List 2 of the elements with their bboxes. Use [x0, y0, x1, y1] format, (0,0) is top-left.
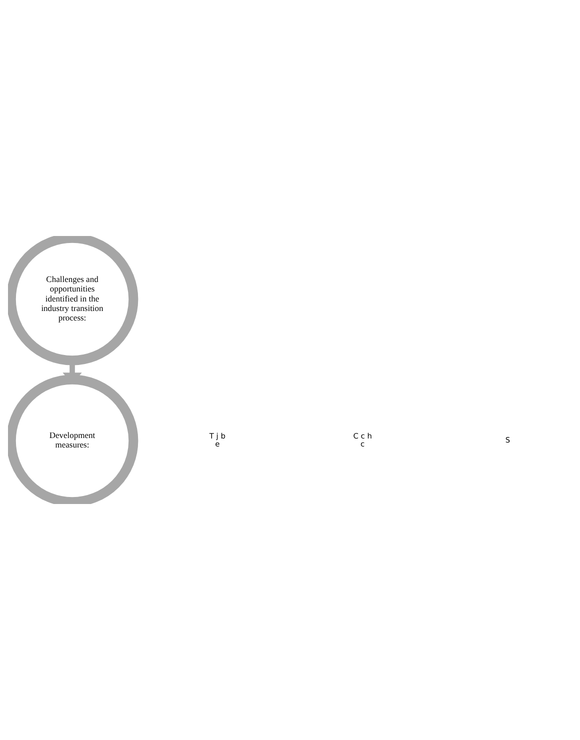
- node-circle: Challenges and opportunities identified in the industry transition process:: [8, 236, 138, 366]
- node-circle: Development measures:: [8, 374, 138, 504]
